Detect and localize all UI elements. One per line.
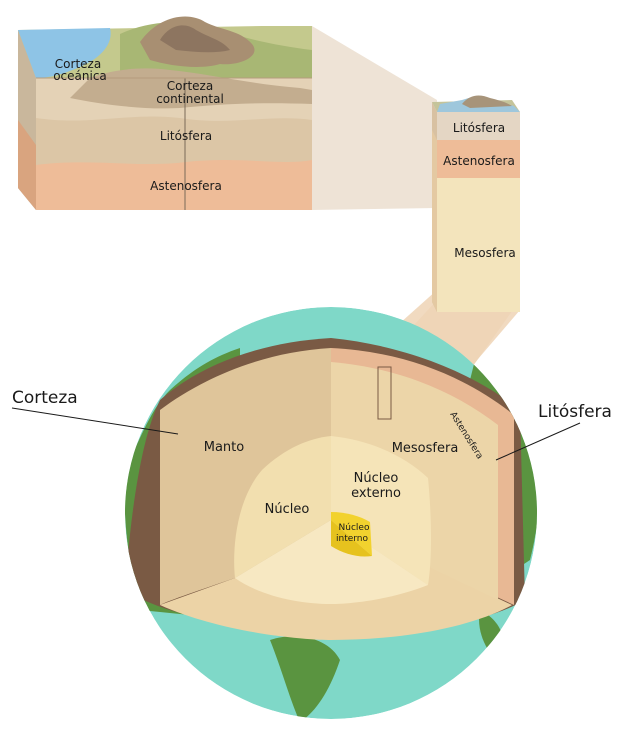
label-litosfera: Litósfera [538,402,612,422]
label-column-mesosfera: Mesosfera [454,246,515,260]
label-corteza-oceanica-2: oceánica [53,69,107,83]
label-block-astenosfera: Astenosfera [150,179,222,193]
label-nucleo: Núcleo [265,502,310,517]
label-corteza-continental-2: continental [156,92,224,106]
label-corteza-continental-1: Corteza [167,79,213,93]
earth-globe [124,307,541,722]
label-nucleo-interno-2: interno [336,534,369,544]
label-column-astenosfera: Astenosfera [443,154,515,168]
label-nucleo-externo-2: externo [351,486,401,501]
label-corteza: Corteza [12,388,78,408]
label-nucleo-interno-1: Núcleo [339,523,370,533]
label-column-litosfera: Litósfera [453,121,505,135]
label-block-litosfera: Litósfera [160,129,212,143]
label-nucleo-externo-1: Núcleo [354,471,399,486]
label-mesosfera: Mesosfera [392,441,459,456]
label-manto: Manto [204,440,245,455]
